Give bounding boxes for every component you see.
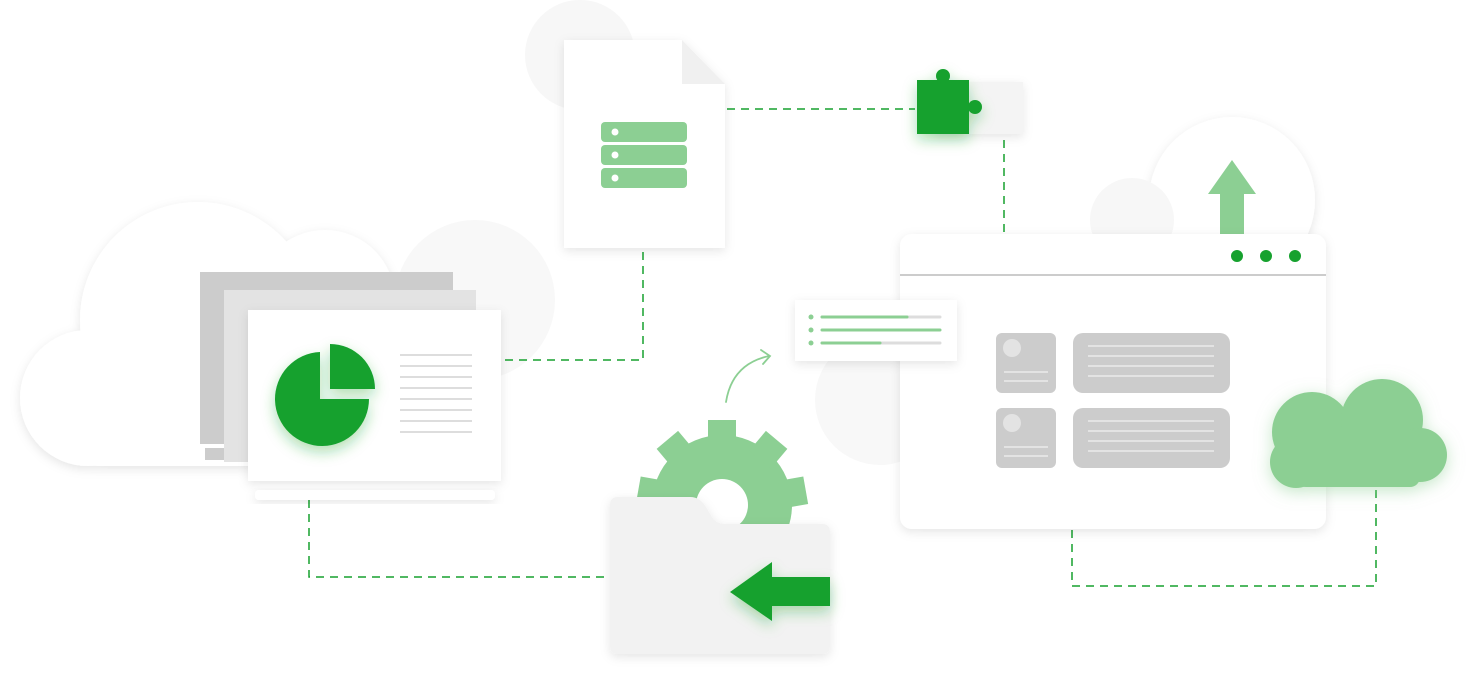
connector-documents-to-server-file <box>505 252 644 361</box>
document-stack-icon <box>200 272 501 500</box>
puzzle-piece-icon <box>917 69 1023 134</box>
content-card <box>996 333 1230 393</box>
list-card-icon <box>795 300 957 361</box>
upload-arrow-icon <box>1208 160 1256 236</box>
text-lines <box>400 354 472 433</box>
import-arrow-icon <box>730 562 830 621</box>
browser-window-icon <box>900 234 1326 529</box>
pie-chart-icon <box>275 344 375 446</box>
connector-browser-to-green-cloud <box>1071 490 1377 587</box>
green-cloud-icon <box>1270 379 1447 488</box>
window-dots <box>1231 250 1301 262</box>
content-card <box>996 408 1230 468</box>
server-file-icon <box>564 40 725 248</box>
server-rack-icon <box>601 122 687 188</box>
connector-documents-to-folder <box>308 500 610 578</box>
connectors <box>308 108 1377 587</box>
folder-icon <box>610 497 830 654</box>
curved-arrow-icon <box>725 349 772 403</box>
